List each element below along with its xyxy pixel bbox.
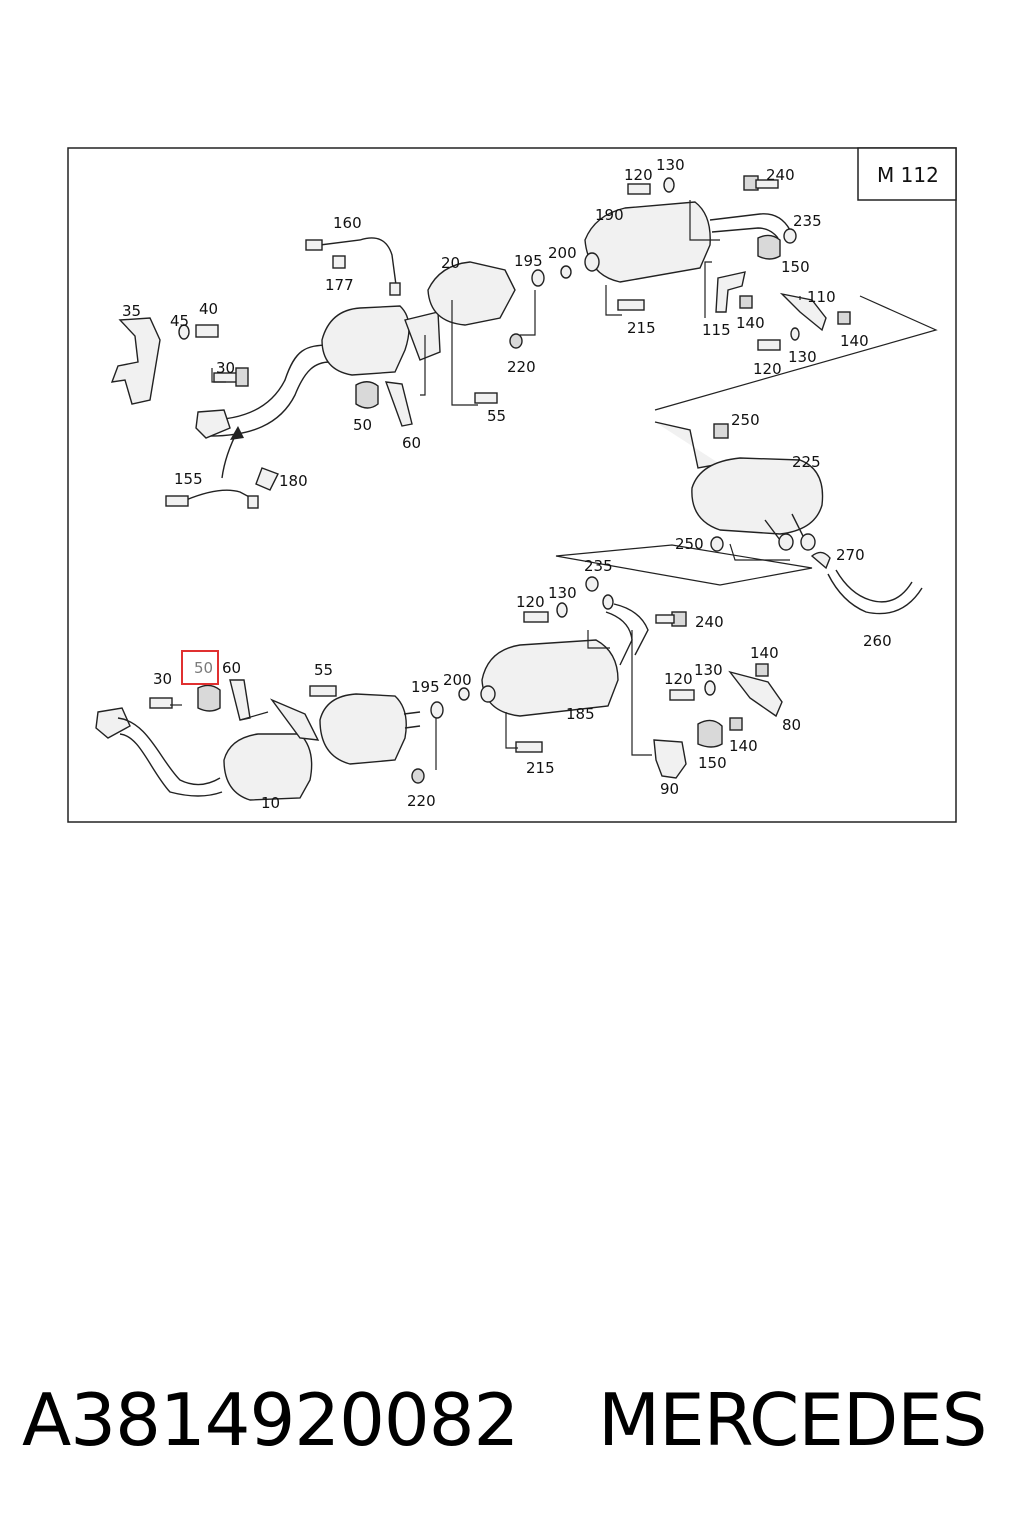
callout-label: 60 [402, 434, 421, 452]
callout-label: 55 [314, 661, 333, 679]
middle-assembly [555, 421, 923, 615]
callout-label: 115 [702, 321, 731, 339]
callout-label: 130 [694, 661, 723, 679]
callout-label: 235 [793, 212, 822, 230]
brand-name: MERCEDES [598, 1378, 987, 1462]
callout-label: 30 [153, 670, 172, 688]
callout-label: 45 [170, 312, 189, 330]
callout-label: 55 [487, 407, 506, 425]
callout-label: 40 [199, 300, 218, 318]
callout-label: 240 [766, 166, 795, 184]
callout-label: 185 [566, 705, 595, 723]
middle-callouts: 250 225 250 270 260 [675, 411, 892, 650]
callout-label: 155 [174, 470, 203, 488]
callout-label: 90 [660, 780, 679, 798]
callout-label: 10 [261, 794, 280, 812]
highlight-box[interactable] [181, 650, 219, 685]
callout-label: 215 [627, 319, 656, 337]
engine-label: M 112 [877, 163, 939, 187]
callout-label: 195 [411, 678, 440, 696]
callout-label: 150 [698, 754, 727, 772]
callout-label: 35 [122, 302, 141, 320]
callout-label: 240 [695, 613, 724, 631]
callout-label: 215 [526, 759, 555, 777]
callout-label: 250 [675, 535, 704, 553]
callout-label: 130 [656, 156, 685, 174]
callout-label: 260 [863, 632, 892, 650]
callout-label: 180 [279, 472, 308, 490]
callout-label: 270 [836, 546, 865, 564]
callout-label: 50 [353, 416, 372, 434]
callout-label: 130 [788, 348, 817, 366]
callout-label: 225 [792, 453, 821, 471]
callout-label: 220 [507, 358, 536, 376]
callout-label: 220 [407, 792, 436, 810]
callout-label: 160 [333, 214, 362, 232]
exhaust-system-diagram: M 112 [67, 147, 957, 823]
callout-label: 250 [731, 411, 760, 429]
callout-label: 110 [807, 288, 836, 306]
callout-label: 140 [736, 314, 765, 332]
callout-label: 60 [222, 659, 241, 677]
callout-label: 80 [782, 716, 801, 734]
top-callouts: 160 177 20 195 200 120 130 190 240 235 1… [122, 156, 869, 490]
callout-label: 200 [443, 671, 472, 689]
part-number: A3814920082 [22, 1378, 519, 1462]
callout-label: 130 [548, 584, 577, 602]
diagram-frame [67, 147, 957, 823]
callout-label: 235 [584, 557, 613, 575]
callout-label: 177 [325, 276, 354, 294]
bottom-callouts: 235 130 120 240 30 50 60 55 195 200 185 … [153, 557, 801, 812]
callout-label: 120 [664, 670, 693, 688]
callout-label: 30 [216, 359, 235, 377]
callout-label: 120 [753, 360, 782, 378]
callout-label: 140 [729, 737, 758, 755]
callout-label: 190 [595, 206, 624, 224]
callout-label: 200 [548, 244, 577, 262]
callout-label: 140 [750, 644, 779, 662]
highlighted-callout: 50 [194, 659, 213, 677]
engine-label-box [857, 147, 957, 201]
callout-label: 20 [441, 254, 460, 272]
callout-label: 120 [624, 166, 653, 184]
callout-label: 195 [514, 252, 543, 270]
bottom-assembly [95, 576, 783, 801]
top-assembly [110, 175, 938, 509]
callout-label: 120 [516, 593, 545, 611]
callout-label: 140 [840, 332, 869, 350]
callout-label: 150 [781, 258, 810, 276]
